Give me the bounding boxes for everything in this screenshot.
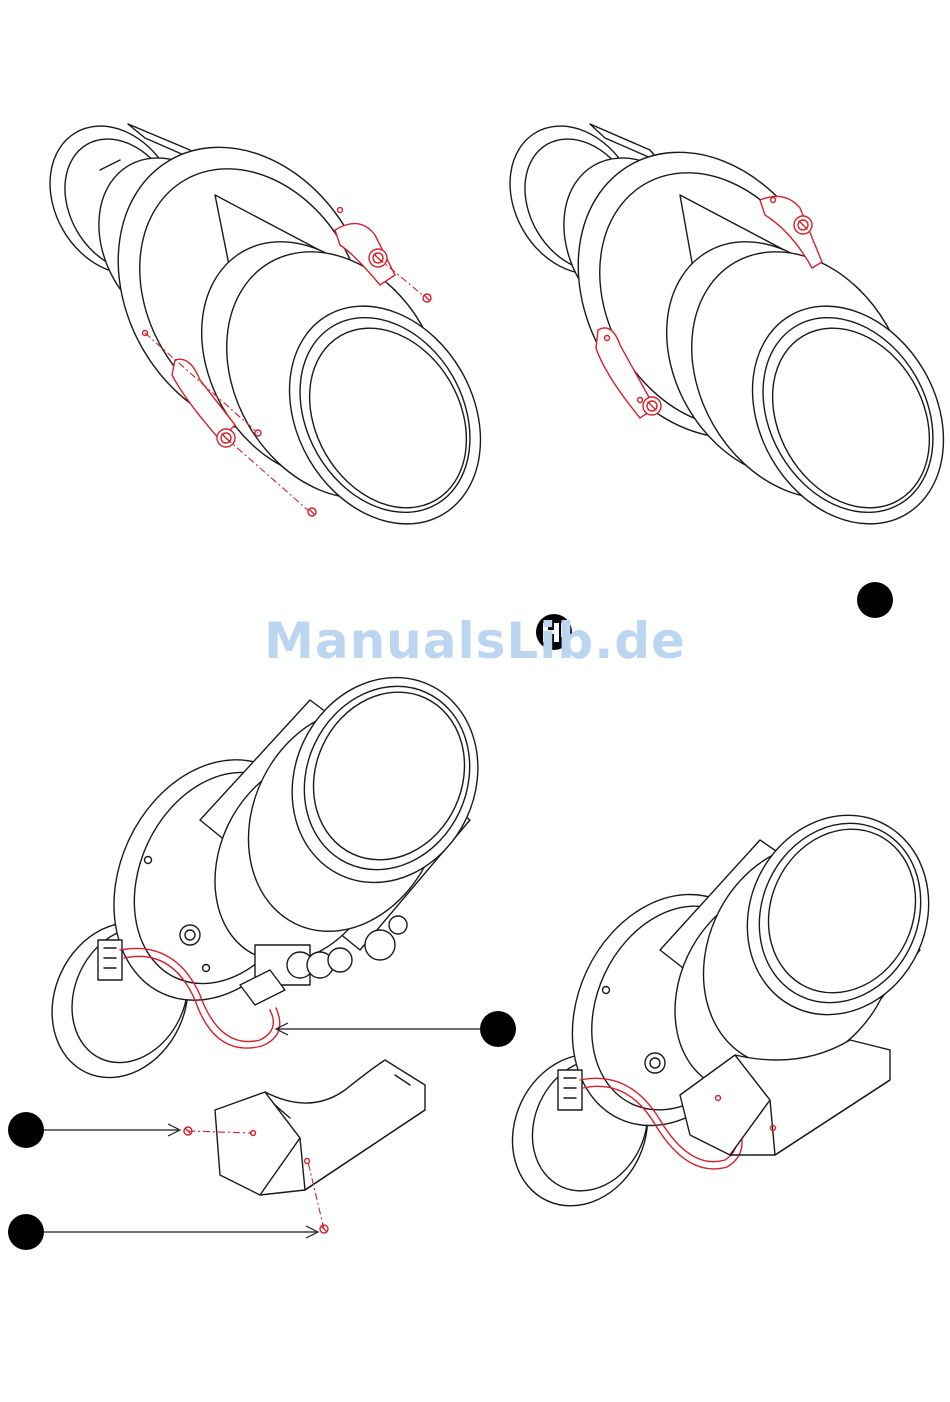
lens-step-4 [488,785,950,1228]
callout-B [276,1011,516,1047]
callout-D [8,1214,318,1250]
callout-C [8,1112,180,1148]
watermark: ManualsLib.de [0,612,950,670]
watermark-text: ManualsLib.de [264,612,686,670]
lens-step-3 [27,647,511,1233]
lens-step-2 [484,102,950,558]
lens-step-1 [24,101,519,558]
